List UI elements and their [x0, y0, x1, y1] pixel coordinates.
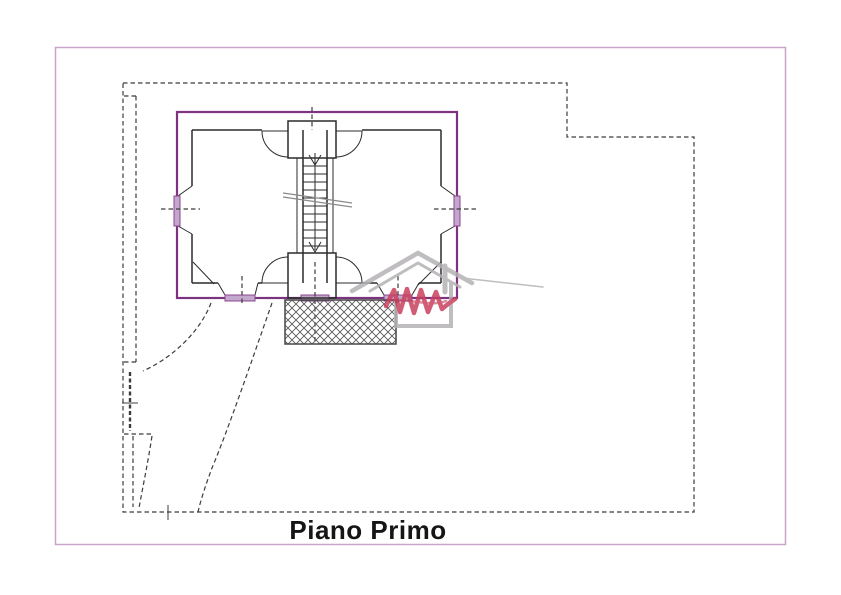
boundary-outline — [122, 82, 695, 513]
stair-break-line — [282, 192, 353, 208]
window-reveals — [177, 185, 456, 296]
window-right-splay — [440, 185, 456, 235]
floor-title: Piano Primo — [289, 515, 446, 545]
stair-lobby-top — [287, 120, 337, 159]
logo-red-scribble — [383, 286, 458, 316]
garden-path-curve-left — [142, 302, 212, 372]
logo-roof-tail — [461, 277, 544, 288]
building-plan — [161, 107, 476, 344]
sill-left-window — [173, 195, 181, 227]
page-border-frame — [54, 46, 787, 546]
door-swings — [261, 130, 363, 284]
boundary-left-lower-detail — [124, 433, 152, 507]
house-logo-icon — [349, 250, 544, 328]
door-swing-arc-top-left — [261, 130, 289, 158]
staircase — [282, 120, 353, 299]
window-left-splay — [177, 185, 193, 235]
property-boundary-dashed — [122, 82, 695, 520]
door-swing-arc-bottom-right — [335, 256, 363, 284]
corner-chamfer-left — [192, 261, 215, 285]
window-bottom-left-splay — [217, 282, 259, 296]
building-outer-wall — [175, 110, 459, 300]
stair-stringers — [296, 158, 334, 253]
door-swing-arc-bottom-left — [261, 256, 289, 284]
sill-bottom-left-window — [224, 294, 256, 302]
boundary-inner-left-line — [124, 95, 137, 363]
balcony-crosshatch — [284, 299, 397, 345]
stair-lobby-bottom — [287, 252, 337, 299]
sill-right-window — [453, 195, 461, 227]
garden-path-curve-long — [197, 302, 273, 513]
logo-red-underline — [386, 298, 448, 305]
logo-roof-outer — [349, 250, 475, 294]
door-swing-arc-top-right — [335, 130, 363, 158]
garden-path-curve-small — [138, 435, 153, 509]
